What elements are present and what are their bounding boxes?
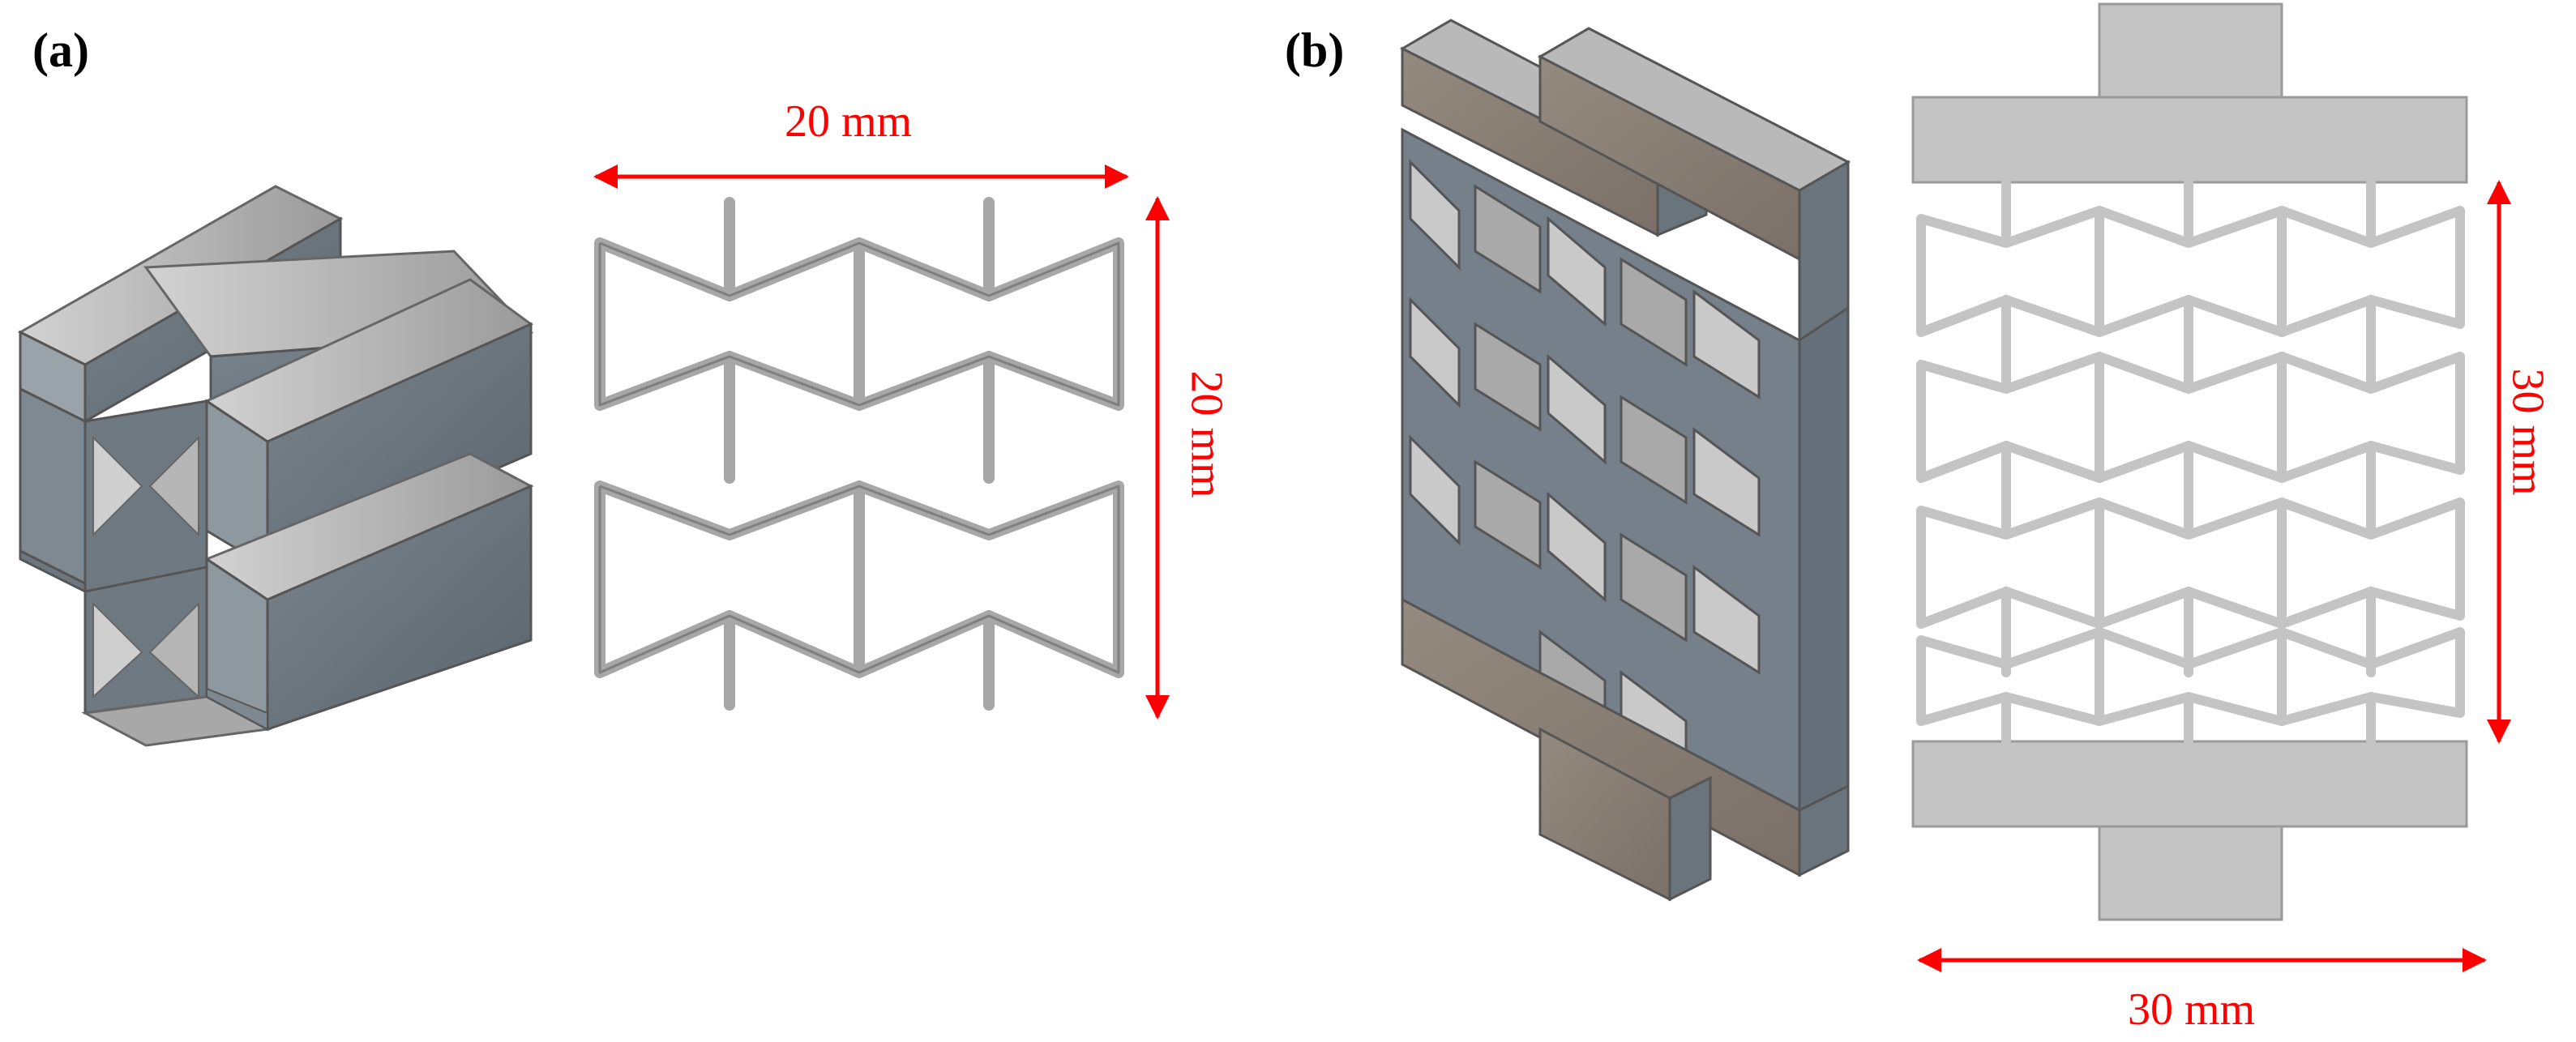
isometric-core-a	[17, 185, 534, 747]
specimen-lattice-b	[1916, 177, 2465, 746]
isometric-specimen-b	[1399, 19, 1851, 902]
panel-label-b: (b)	[1285, 23, 1345, 77]
dimension-width-label-a: 20 mm	[785, 96, 913, 147]
dimension-width-label-b: 30 mm	[2128, 984, 2256, 1035]
unit-cell-section-a	[594, 197, 1124, 711]
unit-cell-section-a-edges	[598, 241, 1120, 674]
panel-label-a: (a)	[32, 23, 89, 77]
